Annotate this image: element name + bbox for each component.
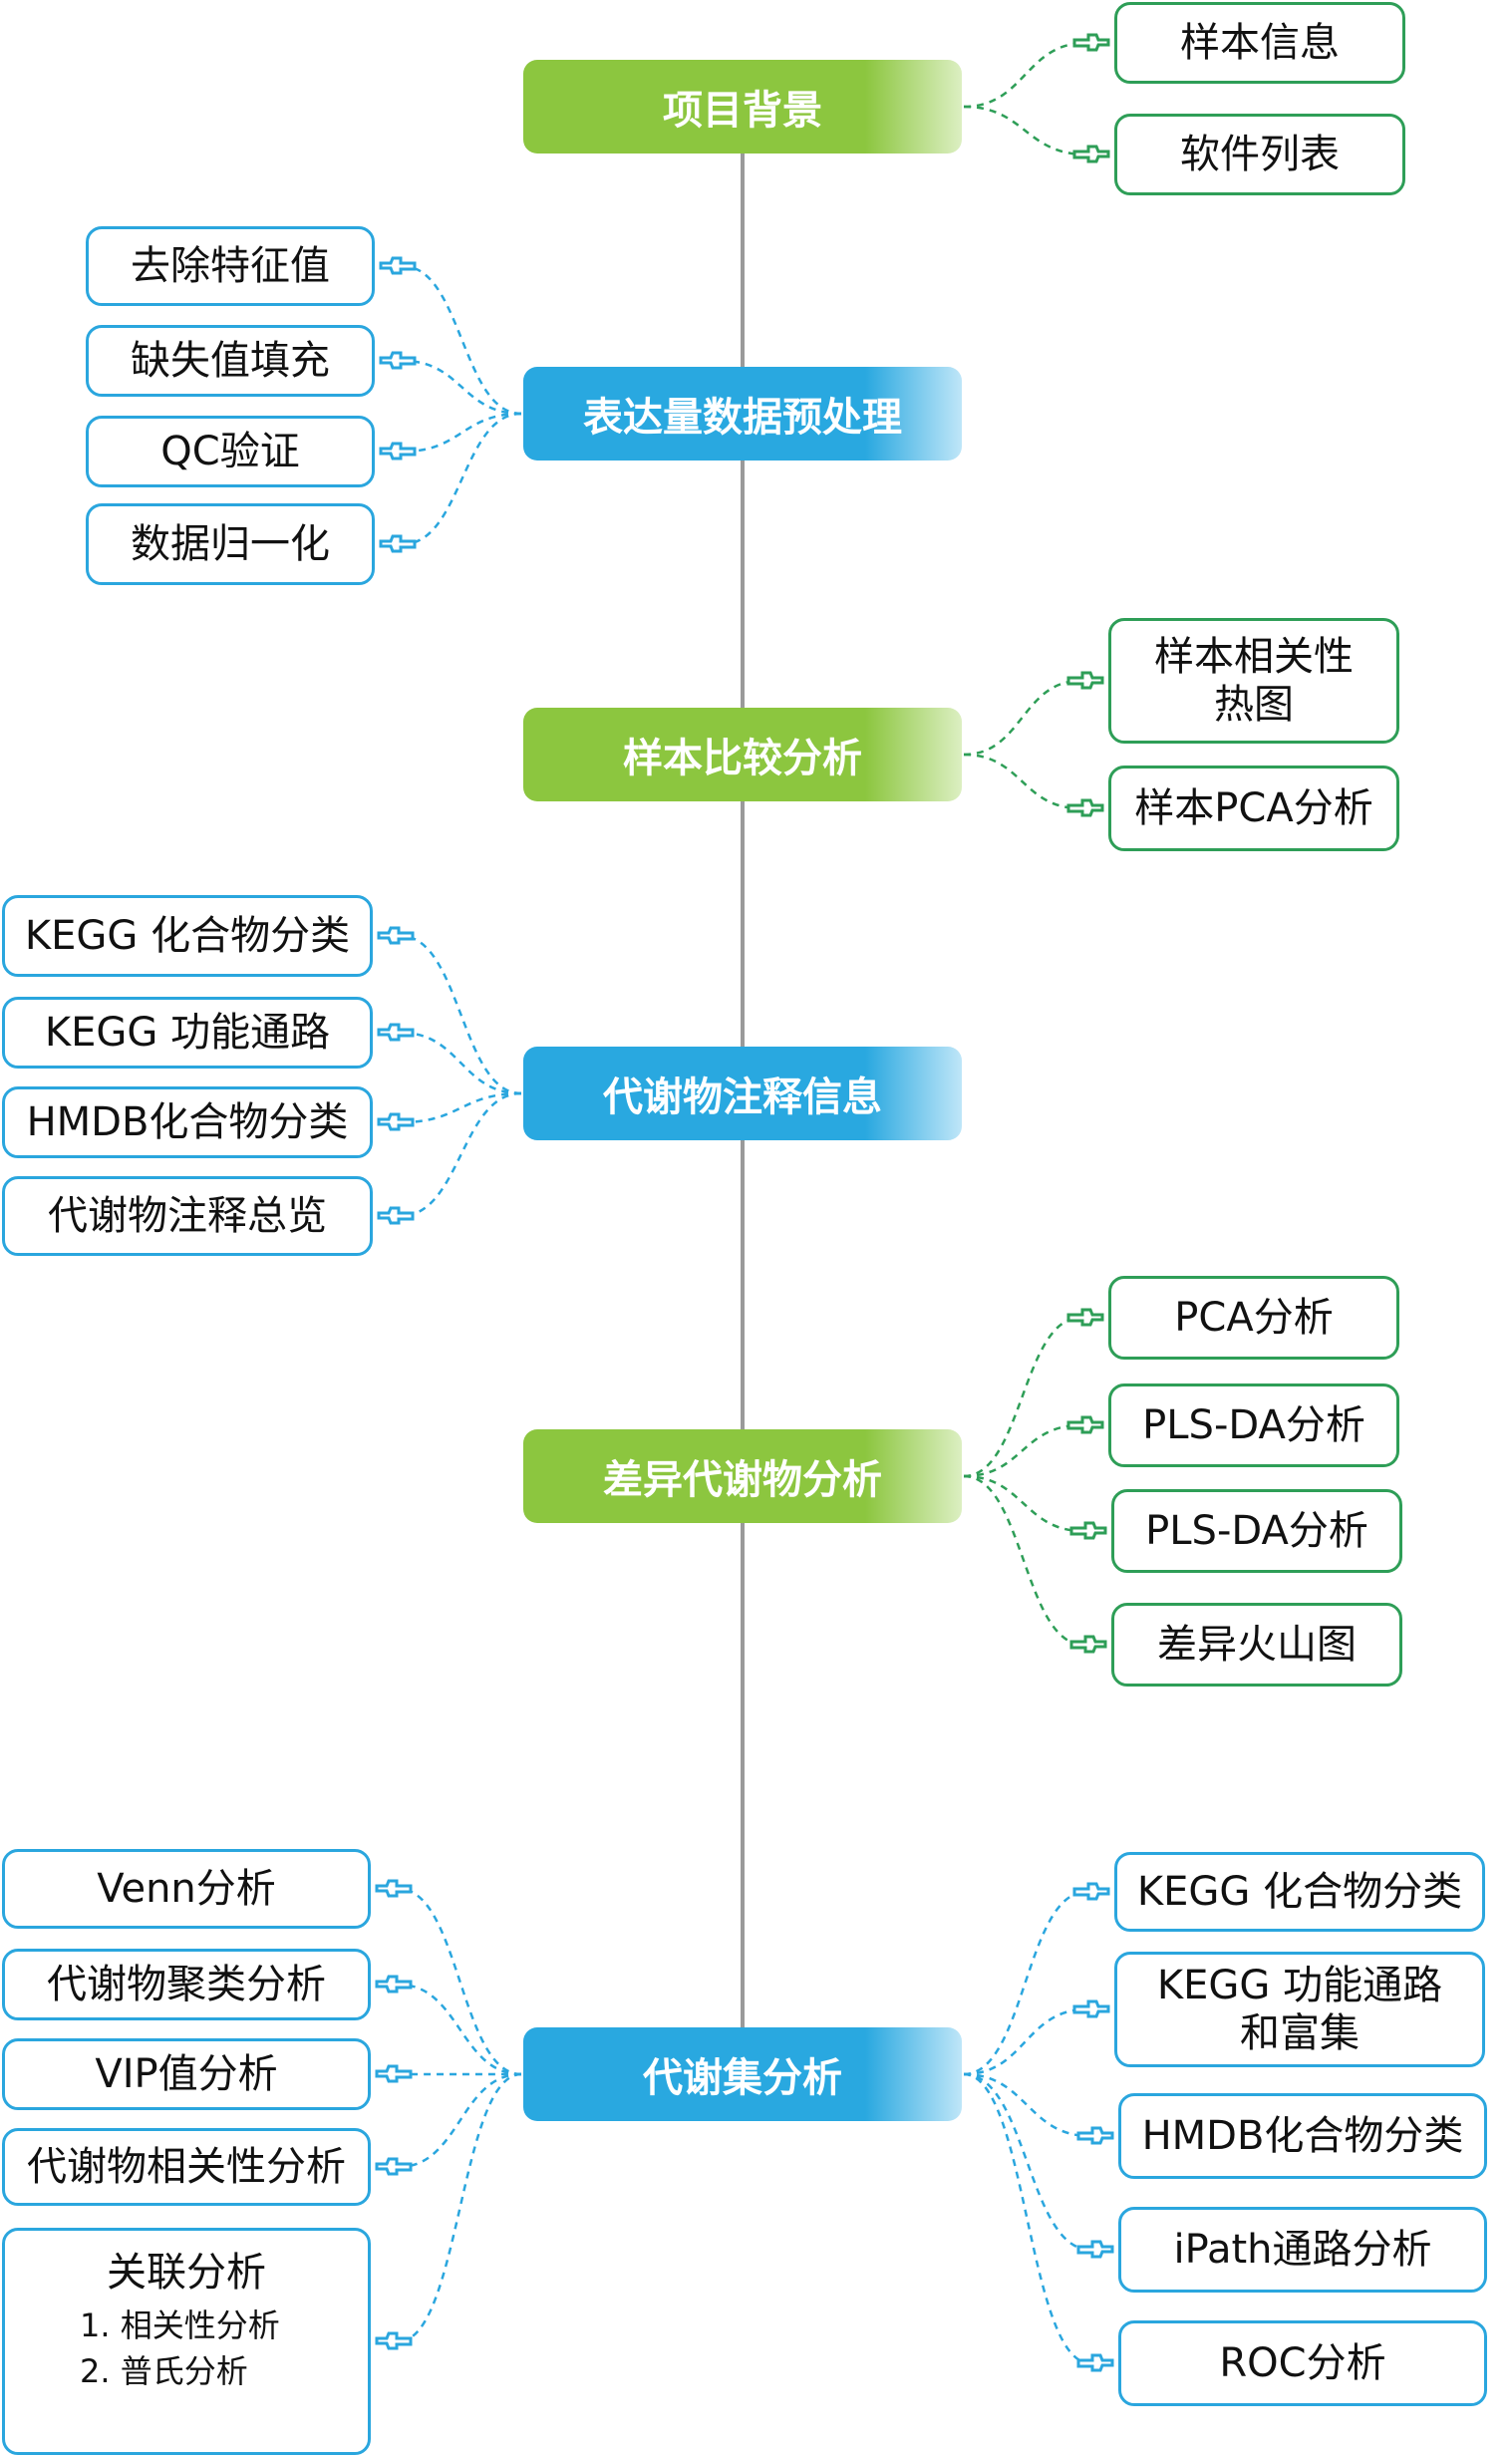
pointing-hand-icon	[1066, 1415, 1104, 1434]
dashed-connector	[398, 2072, 522, 2343]
leaf-set-kegg-pathway-enrichment[interactable]: KEGG 功能通路 和富集	[1114, 1952, 1485, 2067]
pointing-hand-icon	[375, 1879, 413, 1898]
dashed-connector	[963, 1423, 1081, 1478]
pointing-hand-icon	[375, 2331, 413, 2350]
dashed-connector	[398, 1887, 522, 2076]
pointing-hand-icon	[1066, 798, 1104, 817]
leaf-hmdb-compound-class[interactable]: HMDB化合物分类	[2, 1086, 373, 1158]
leaf-sample-info[interactable]: 样本信息	[1114, 2, 1405, 84]
leaf-normalization[interactable]: 数据归一化	[86, 503, 375, 585]
leaf-annotation-overview[interactable]: 代谢物注释总览	[2, 1176, 373, 1256]
pointing-hand-icon	[1066, 1308, 1104, 1327]
leaf-association-analysis[interactable]: 关联分析 1. 相关性分析 2. 普氏分析	[2, 2228, 371, 2455]
leaf-sample-pca[interactable]: 样本PCA分析	[1108, 766, 1399, 851]
dashed-connector	[402, 412, 522, 546]
leaf-software-list[interactable]: 软件列表	[1114, 114, 1405, 195]
leaf-qc-validation[interactable]: QC验证	[86, 416, 375, 487]
dashed-connector	[400, 1031, 522, 1095]
dashed-connector	[963, 753, 1081, 810]
leaf-roc[interactable]: ROC分析	[1118, 2320, 1487, 2406]
leaf-missing-value-fill[interactable]: 缺失值填充	[86, 325, 375, 397]
node-metabolite-set-analysis[interactable]: 代谢集分析	[523, 2027, 962, 2121]
pointing-hand-icon	[1069, 1635, 1107, 1654]
pointing-hand-icon	[379, 442, 417, 461]
dashed-connector	[398, 2072, 522, 2169]
pointing-hand-icon	[377, 1112, 415, 1131]
leaf-pls-da-1[interactable]: PLS-DA分析	[1108, 1383, 1399, 1467]
association-item-2: 2. 普氏分析	[80, 2352, 248, 2391]
dashed-connector	[963, 105, 1087, 156]
leaf-line-2: 和富集	[1240, 2010, 1360, 2056]
pointing-hand-icon	[1072, 1882, 1110, 1901]
leaf-association-title: 关联分析	[107, 2250, 266, 2296]
pointing-hand-icon	[1076, 2353, 1114, 2372]
pointing-hand-icon	[377, 926, 415, 945]
dashed-connector	[400, 934, 522, 1095]
pointing-hand-icon	[1076, 2126, 1114, 2145]
leaf-set-kegg-compound-class[interactable]: KEGG 化合物分类	[1114, 1852, 1485, 1932]
leaf-venn[interactable]: Venn分析	[2, 1849, 371, 1929]
dashed-connector	[963, 1474, 1084, 1533]
leaf-pca[interactable]: PCA分析	[1108, 1276, 1399, 1360]
dashed-connector	[963, 2007, 1087, 2076]
leaf-remove-features[interactable]: 去除特征值	[86, 226, 375, 306]
association-item-1: 1. 相关性分析	[80, 2306, 280, 2344]
dashed-connector	[963, 1316, 1081, 1478]
leaf-line-1: 样本相关性	[1154, 634, 1354, 680]
dashed-connector	[963, 1474, 1084, 1647]
pointing-hand-icon	[1072, 1999, 1110, 2018]
pointing-hand-icon	[377, 1206, 415, 1225]
pointing-hand-icon	[377, 1023, 415, 1042]
node-metabolite-annotation[interactable]: 代谢物注释信息	[523, 1047, 962, 1140]
dashed-connector	[402, 264, 522, 416]
dashed-connector	[398, 1983, 522, 2076]
leaf-sample-correlation-heatmap[interactable]: 样本相关性 热图	[1108, 618, 1399, 744]
pointing-hand-icon	[375, 2064, 413, 2083]
leaf-ipath[interactable]: iPath通路分析	[1118, 2207, 1487, 2293]
pointing-hand-icon	[1076, 2240, 1114, 2259]
dashed-connector	[402, 412, 522, 454]
dashed-connector	[963, 41, 1087, 109]
pointing-hand-icon	[1069, 1521, 1107, 1540]
leaf-pls-da-2[interactable]: PLS-DA分析	[1111, 1489, 1402, 1573]
node-sample-comparison[interactable]: 样本比较分析	[523, 708, 962, 801]
dashed-connector	[402, 359, 522, 416]
dashed-connector	[963, 2072, 1091, 2365]
leaf-line-2: 热图	[1214, 682, 1294, 728]
pointing-hand-icon	[375, 2157, 413, 2176]
dashed-connector	[963, 679, 1081, 757]
leaf-metabolite-correlation[interactable]: 代谢物相关性分析	[2, 2128, 371, 2206]
leaf-kegg-compound-class[interactable]: KEGG 化合物分类	[2, 895, 373, 977]
pointing-hand-icon	[1072, 145, 1110, 163]
pointing-hand-icon	[1072, 33, 1110, 52]
dashed-connector	[963, 1890, 1087, 2076]
pointing-hand-icon	[379, 351, 417, 370]
pointing-hand-icon	[1066, 671, 1104, 690]
pointing-hand-icon	[379, 534, 417, 553]
node-project-background[interactable]: 项目背景	[523, 60, 962, 154]
leaf-vip[interactable]: VIP值分析	[2, 2038, 371, 2110]
dashed-connector	[963, 2072, 1091, 2138]
node-differential-metabolites[interactable]: 差异代谢物分析	[523, 1429, 962, 1523]
leaf-volcano-plot[interactable]: 差异火山图	[1111, 1603, 1402, 1687]
leaf-set-hmdb-compound-class[interactable]: HMDB化合物分类	[1118, 2093, 1487, 2179]
node-expression-preprocessing[interactable]: 表达量数据预处理	[523, 367, 962, 461]
pointing-hand-icon	[375, 1975, 413, 1994]
pointing-hand-icon	[379, 256, 417, 275]
leaf-metabolite-clustering[interactable]: 代谢物聚类分析	[2, 1949, 371, 2020]
dashed-connector	[400, 1091, 522, 1218]
leaf-kegg-pathway[interactable]: KEGG 功能通路	[2, 997, 373, 1069]
dashed-connector	[400, 1091, 522, 1124]
leaf-line-1: KEGG 功能通路	[1156, 1963, 1443, 2008]
